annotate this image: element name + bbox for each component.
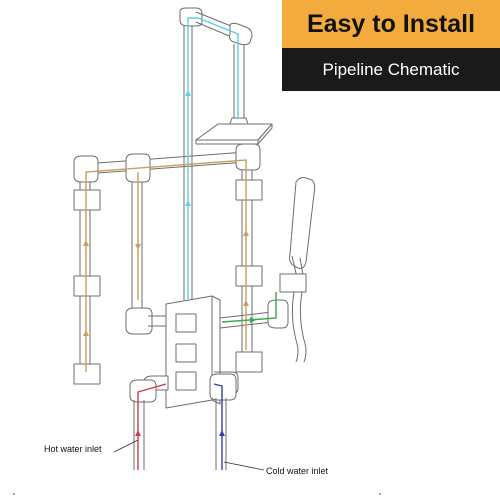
mixer-valve-body bbox=[165, 295, 221, 409]
banner-title-text: Easy to Install bbox=[306, 9, 476, 38]
flow-arrow bbox=[135, 430, 141, 436]
banner-subtitle: Pipeline Chematic bbox=[282, 48, 500, 91]
flow-arrow bbox=[185, 90, 191, 96]
flow-arrow bbox=[243, 300, 249, 306]
side-header-pipe bbox=[73, 143, 261, 183]
cold-inlet-pipe bbox=[209, 371, 239, 470]
handheld-flow-line bbox=[221, 292, 277, 323]
hot-flow-line bbox=[137, 383, 167, 470]
middle-vertical-pipe bbox=[125, 182, 168, 335]
flow-arrow bbox=[83, 330, 89, 336]
banner-title: Easy to Install bbox=[282, 0, 500, 48]
hot-inlet-pipe bbox=[129, 375, 169, 470]
left-body-jets bbox=[73, 189, 101, 385]
hot-water-inlet-label: Hot water inlet bbox=[44, 444, 102, 454]
rain-shower-head bbox=[195, 117, 273, 145]
cold-inlet-leader bbox=[223, 461, 265, 471]
flow-arrow bbox=[135, 244, 141, 250]
flow-arrow bbox=[219, 430, 225, 436]
hot-inlet-leader bbox=[113, 439, 139, 453]
overhead-riser-pipe bbox=[179, 7, 253, 300]
handheld-outlet-pipe bbox=[219, 299, 289, 329]
right-body-jets bbox=[235, 179, 263, 373]
side-flow-line bbox=[85, 159, 247, 372]
flow-arrow bbox=[250, 317, 256, 323]
cold-flow-line bbox=[213, 383, 223, 470]
flow-arrow bbox=[83, 240, 89, 246]
hand-shower bbox=[279, 177, 316, 363]
right-vertical-pipe bbox=[241, 170, 253, 360]
cold-water-inlet-label: Cold water inlet bbox=[266, 466, 329, 476]
flow-arrow bbox=[185, 200, 191, 206]
shower-flow-line bbox=[187, 17, 239, 300]
flow-arrow bbox=[243, 230, 249, 236]
banner-subtitle-text: Pipeline Chematic bbox=[322, 59, 460, 79]
